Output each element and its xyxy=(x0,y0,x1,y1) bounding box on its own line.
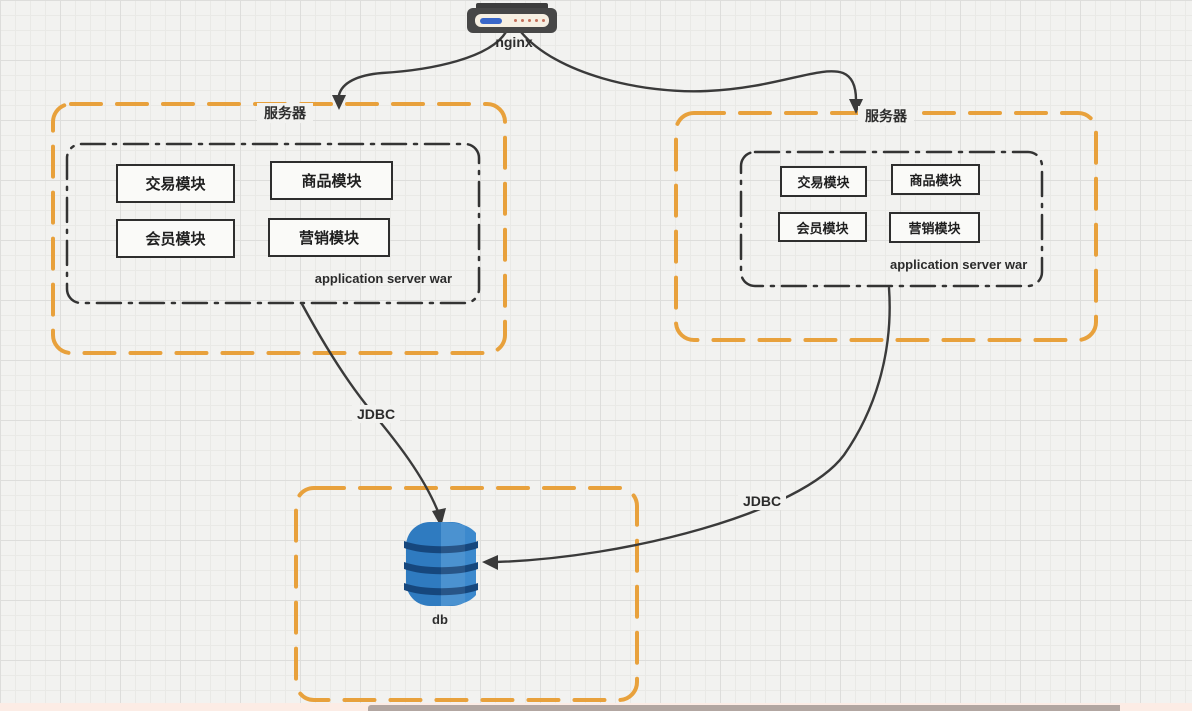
war-label-left: application server war xyxy=(314,271,452,286)
war-label-right: application server war xyxy=(890,257,1028,272)
arrowhead-db-right xyxy=(482,555,498,570)
db-outer-box[interactable] xyxy=(294,486,639,702)
server-right-war-box[interactable] xyxy=(739,150,1044,288)
module-product-left[interactable]: 商品模块 xyxy=(270,161,393,200)
arrowhead-server-left xyxy=(332,95,346,110)
edge-nginx-to-server-right[interactable] xyxy=(519,30,858,102)
module-product-right[interactable]: 商品模块 xyxy=(891,164,980,195)
edge-server-right-to-db[interactable] xyxy=(494,286,891,564)
nginx-icon-ports xyxy=(514,19,545,22)
db-grooves xyxy=(404,541,478,596)
module-marketing-left[interactable]: 营销模块 xyxy=(268,218,390,257)
module-trade-right[interactable]: 交易模块 xyxy=(780,166,867,197)
nginx-node[interactable] xyxy=(467,3,557,33)
nginx-icon-led-bar xyxy=(480,18,502,24)
db-label: db xyxy=(432,612,448,627)
nginx-label: nginx xyxy=(495,34,533,50)
server-right-outer-box[interactable] xyxy=(674,111,1098,342)
db-node[interactable] xyxy=(403,521,479,607)
module-member-right[interactable]: 会员模块 xyxy=(778,212,867,242)
module-marketing-right[interactable]: 营销模块 xyxy=(889,212,980,243)
jdbc-label-left: JDBC xyxy=(352,405,401,423)
server-right-title: 服务器 xyxy=(858,106,914,126)
edge-nginx-to-server-left[interactable] xyxy=(337,30,508,97)
bottom-scrollbar[interactable] xyxy=(368,705,1120,711)
server-left-title: 服务器 xyxy=(257,103,313,123)
nginx-icon-lid xyxy=(476,3,548,12)
server-left-war-box[interactable] xyxy=(65,142,481,305)
jdbc-label-right: JDBC xyxy=(738,492,787,510)
module-trade-left[interactable]: 交易模块 xyxy=(116,164,235,203)
arrowhead-db-top xyxy=(432,508,446,527)
module-member-left[interactable]: 会员模块 xyxy=(116,219,235,258)
arrowhead-server-right xyxy=(849,99,863,114)
